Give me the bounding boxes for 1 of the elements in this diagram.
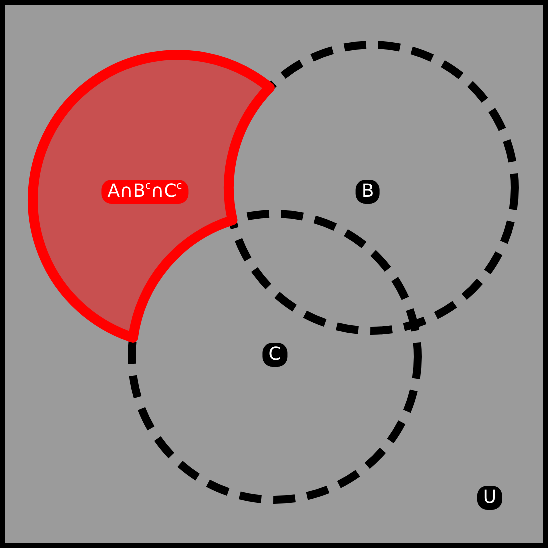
region-label: A∩B$^{c}$∩C$^{c}$	[102, 180, 188, 204]
